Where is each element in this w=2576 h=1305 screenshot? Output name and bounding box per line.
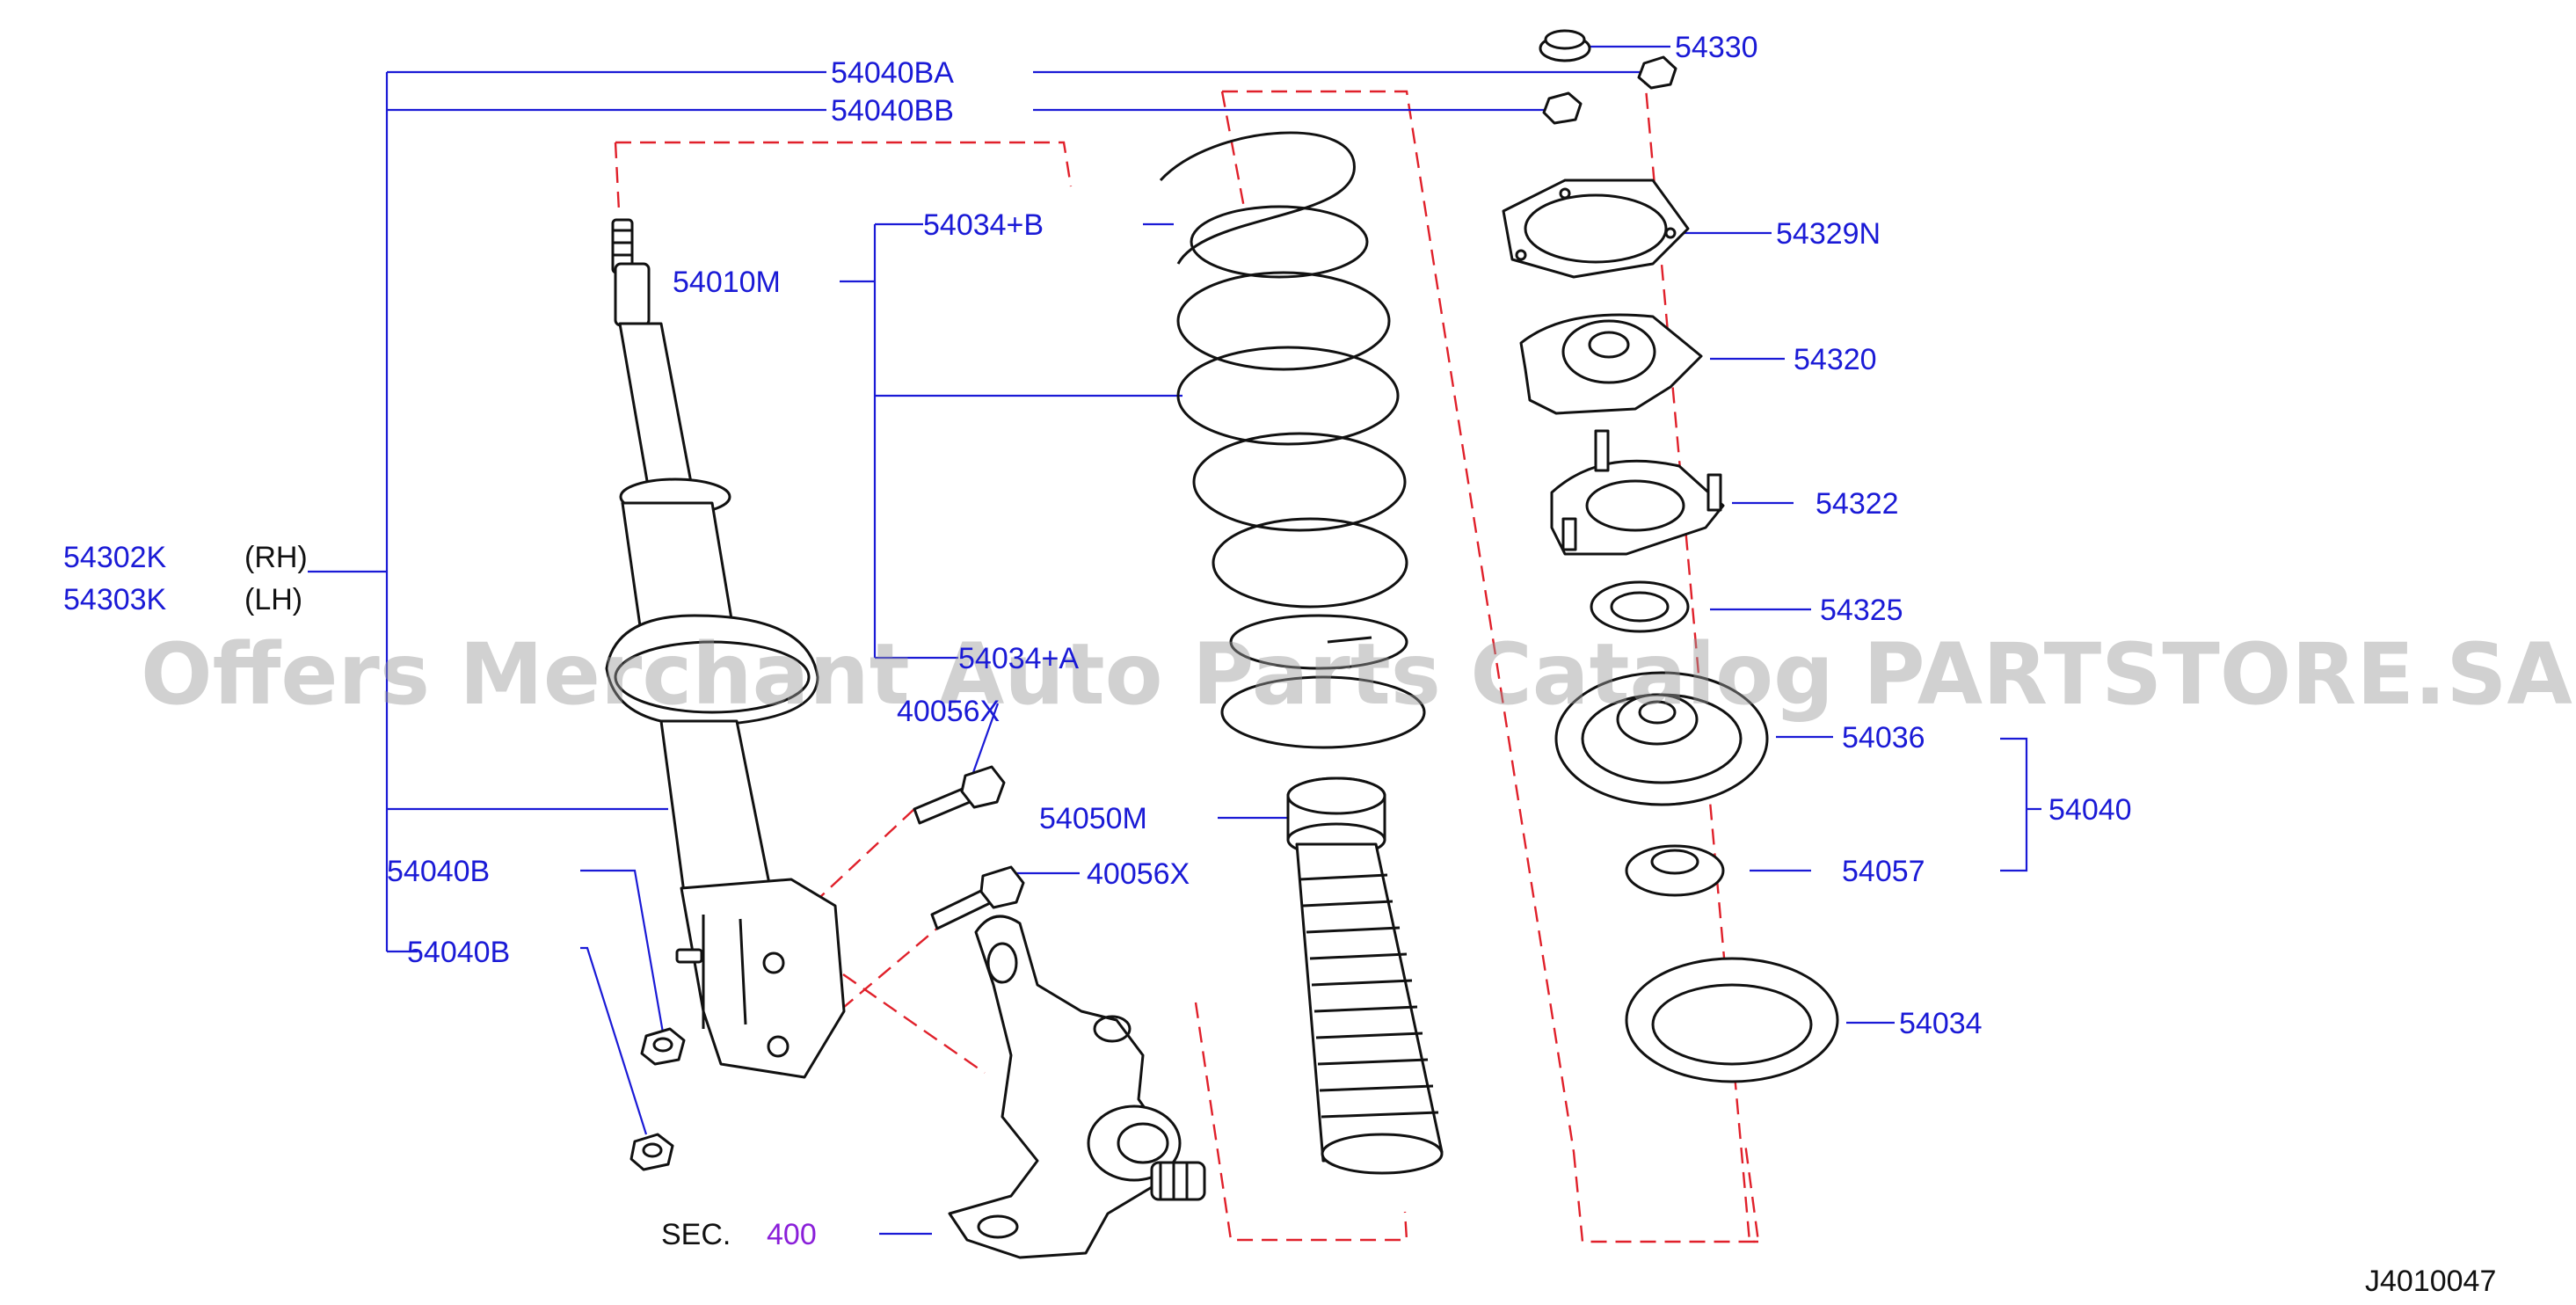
upper-nut [1542, 91, 1583, 125]
flange-nut-upper [640, 1027, 686, 1066]
spring-upper-seat [1554, 671, 1769, 806]
strut-mount-insulator [1519, 313, 1703, 415]
callout-54303K[interactable]: 54303K [63, 583, 167, 616]
spring-lower-seat [1625, 957, 1839, 1083]
self-lock-nut [1637, 55, 1677, 90]
watermark: Offers Merchant Auto Parts Catalog PARTS… [141, 625, 2572, 724]
mounting-bracket-with-studs [1550, 429, 1725, 556]
callout-54010M[interactable]: 54010M [673, 266, 781, 299]
upper-mount-plate [1502, 179, 1690, 279]
callout-54050M[interactable]: 54050M [1039, 802, 1147, 835]
callout-40056X-lower[interactable]: 40056X [1087, 857, 1190, 891]
bolt-upper [913, 765, 1006, 825]
callout-54034-b[interactable]: 54034+B [923, 208, 1044, 242]
callout-54320[interactable]: 54320 [1794, 343, 1877, 376]
assembly-guide-lines [614, 68, 1760, 1243]
callout-54329N[interactable]: 54329N [1776, 217, 1881, 251]
callout-54036[interactable]: 54036 [1842, 721, 1925, 755]
bound-bumper-boot [1286, 776, 1444, 1175]
section-ref-link[interactable]: 400 [767, 1218, 817, 1251]
strut-assembly [605, 218, 846, 1079]
callout-54330[interactable]: 54330 [1675, 31, 1758, 64]
steering-knuckle [948, 915, 1206, 1259]
callout-54040B-upper[interactable]: 54040B [387, 855, 490, 888]
callout-54040B-lower[interactable]: 54040B [407, 936, 510, 969]
diagram-code: J4010047 [2365, 1265, 2496, 1298]
boot-ribs [1299, 873, 1439, 1119]
bound-bumper-seat [1625, 844, 1725, 897]
callout-54040[interactable]: 54040 [2048, 793, 2132, 827]
callout-54322[interactable]: 54322 [1816, 487, 1899, 521]
callout-54302K-side: (RH) [244, 541, 308, 574]
callout-40056X-upper[interactable]: 40056X [897, 695, 1000, 728]
callout-54034[interactable]: 54034 [1899, 1007, 1983, 1040]
flange-nut-lower [629, 1133, 674, 1171]
callout-54325[interactable]: 54325 [1820, 594, 1903, 627]
callout-54057[interactable]: 54057 [1842, 855, 1925, 888]
section-ref-prefix: SEC. [661, 1218, 731, 1251]
callout-54040BB[interactable]: 54040BB [831, 94, 954, 128]
coil-spring [1159, 131, 1426, 749]
callout-54303K-side: (LH) [244, 583, 302, 616]
thrust-bearing [1590, 580, 1690, 633]
callout-labels: 54040BA 54040BB 54330 54010M 54034+B 543… [63, 31, 2496, 1298]
callout-54302K[interactable]: 54302K [63, 541, 167, 574]
dust-cap [1539, 29, 1591, 62]
callout-54040BA[interactable]: 54040BA [831, 56, 954, 90]
bolt-lower [930, 865, 1025, 930]
callout-54034-a[interactable]: 54034+A [958, 642, 1079, 675]
